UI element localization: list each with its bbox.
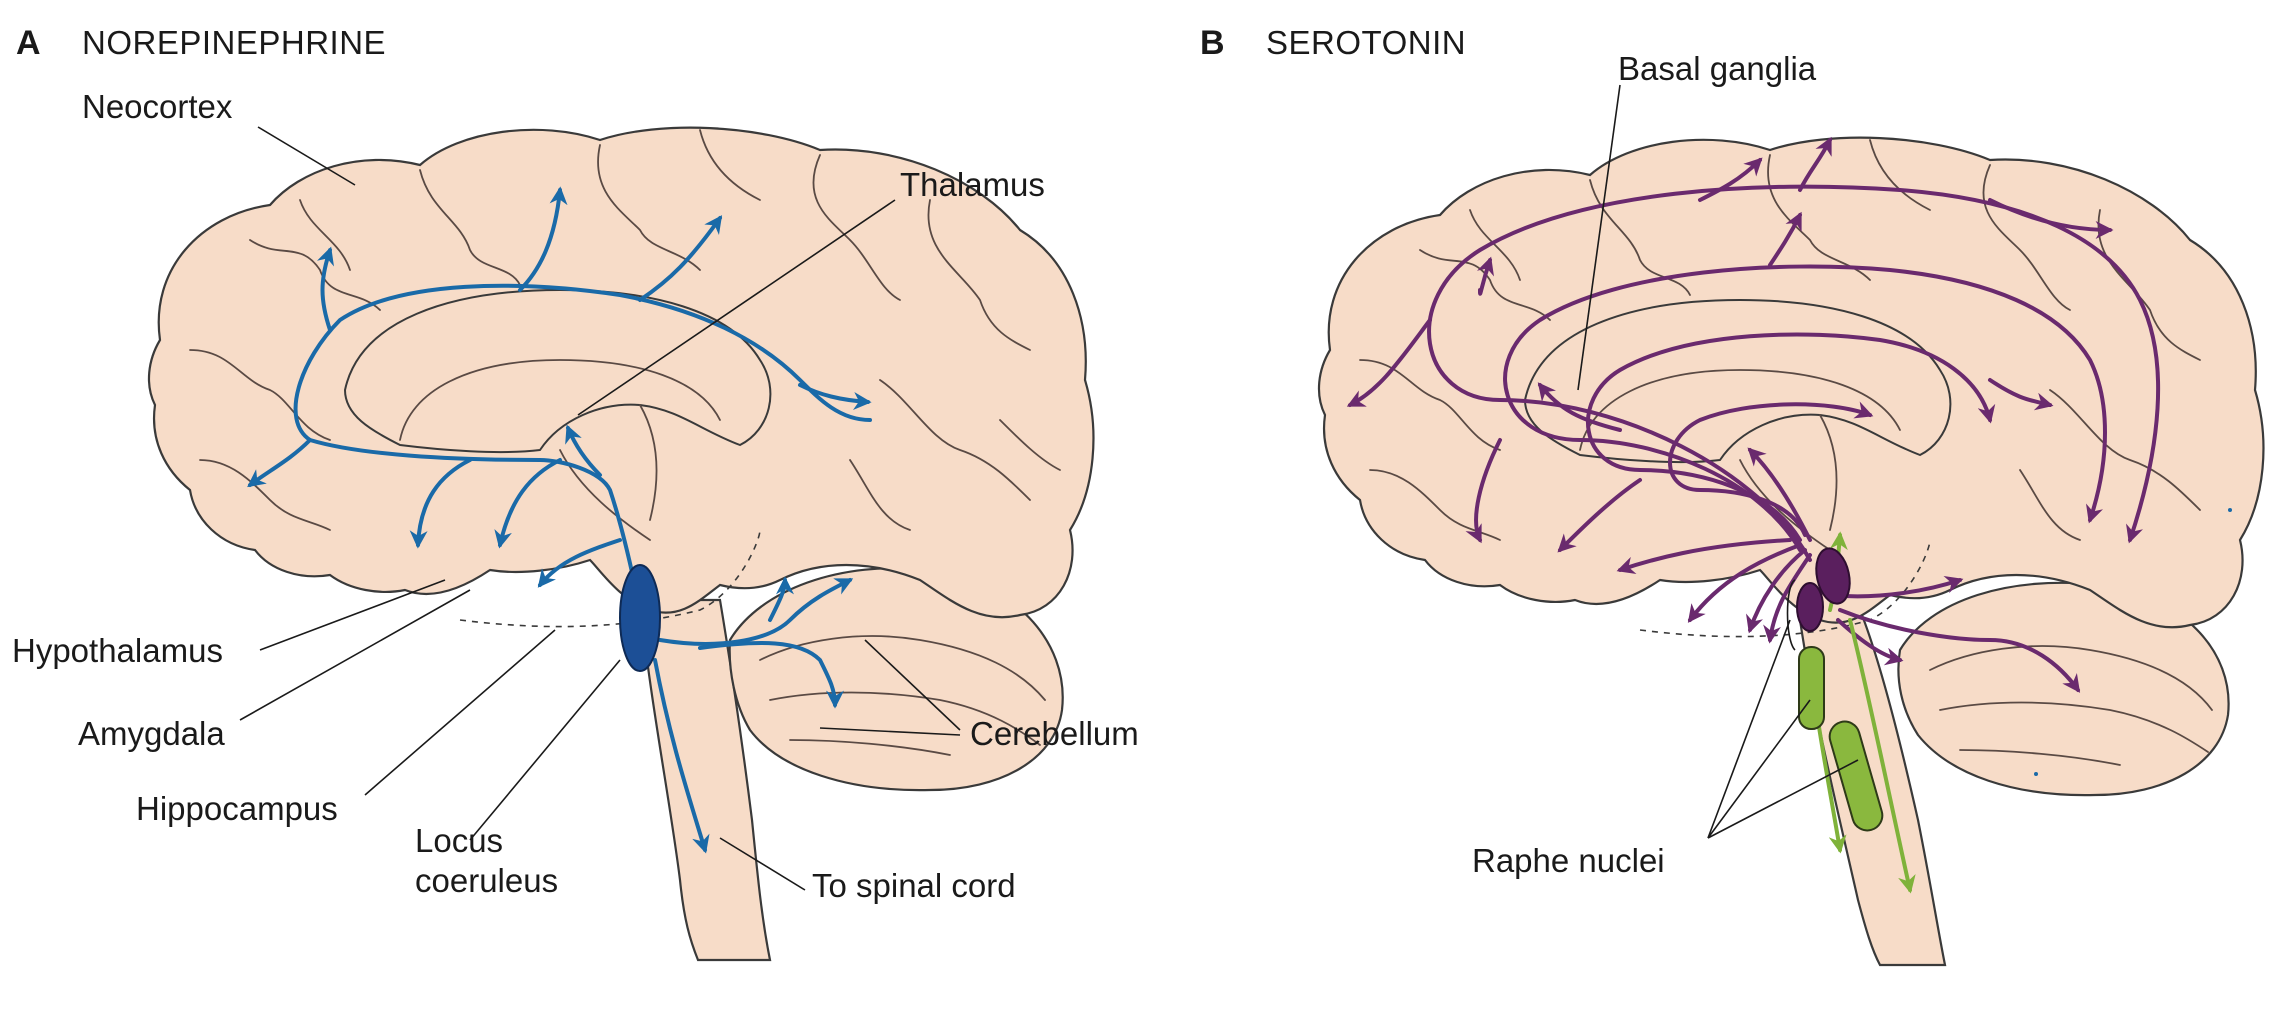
- label-locus-line2: coeruleus: [415, 862, 558, 899]
- ne-to-cerebellum-down: [698, 641, 844, 709]
- raphe-nucleus-rostral-1: [1815, 547, 1851, 605]
- raphe-bracket: [1786, 579, 1796, 651]
- ne-to-hypothalamus: [409, 458, 472, 549]
- st-to-thalamus: [1747, 447, 1812, 542]
- raphe-nuclei-group: [1786, 547, 1884, 832]
- st-to-frontal-pole: [1346, 318, 1432, 407]
- corpus-callosum-a: [343, 288, 772, 454]
- stray-dot-2: [2034, 772, 2038, 776]
- ne-to-frontal-up: [316, 246, 334, 332]
- ne-to-dorsal-cortex-1: [518, 186, 568, 292]
- st-to-parietal: [1988, 198, 2114, 239]
- stray-dot-1: [2228, 508, 2232, 512]
- label-hippocampus: Hippocampus: [136, 790, 338, 827]
- panel-a-title: NOREPINEPHRINE: [82, 24, 386, 61]
- st-inner-arc: [1668, 401, 1874, 537]
- ne-to-dorsal-cortex-2: [638, 215, 723, 302]
- raphe-nucleus-caudal-2: [1828, 720, 1884, 832]
- st-to-cerebellum-3: [1836, 618, 1904, 666]
- gr-descending-2: [1848, 618, 1916, 894]
- brain-a: [147, 126, 1095, 962]
- tentorium-dash-b: [1639, 539, 1931, 638]
- panel-b-title: SEROTONIN: [1266, 24, 1466, 61]
- st-to-dorsal-3: [1768, 211, 1802, 267]
- ne-to-hippocampus: [537, 538, 622, 588]
- st-second-arc: [1503, 264, 2107, 552]
- ne-main-trunk: [293, 283, 872, 612]
- st-to-basal-ganglia: [1537, 382, 1622, 432]
- st-to-orbital-1: [1465, 438, 1502, 544]
- brain-b: [1317, 136, 2265, 967]
- ne-to-frontal-down: [247, 438, 312, 488]
- cerebellum-a: [728, 566, 1064, 792]
- locus-coeruleus-nucleus: [619, 564, 661, 672]
- st-to-hypothalamus: [1616, 538, 1792, 574]
- label-raphe-nuclei: Raphe nuclei: [1472, 842, 1665, 879]
- raphe-nucleus-rostral-2: [1796, 582, 1824, 632]
- leaders-a: [239, 126, 961, 891]
- st-to-cerebellum-2: [1838, 608, 2081, 693]
- st-to-orbital-2: [1557, 478, 1642, 553]
- panel-a-letter: A: [16, 24, 41, 62]
- panel-a: A NOREPINEPHRINE: [12, 24, 1139, 962]
- ne-to-cerebellum-up: [658, 578, 854, 646]
- panel-b: B SEROTONIN: [1200, 24, 2265, 967]
- label-hypothalamus: Hypothalamus: [12, 632, 223, 669]
- ne-to-occipital: [798, 383, 872, 410]
- ne-to-spinal-cord: [653, 658, 710, 854]
- label-basal-ganglia: Basal ganglia: [1618, 50, 1817, 87]
- st-to-occipital: [1988, 378, 2054, 411]
- raphe-nucleus-caudal-1: [1798, 646, 1825, 730]
- st-outer-arc: [1427, 184, 2161, 562]
- leaders-b: [1577, 84, 1859, 839]
- st-to-temporal-3: [1763, 553, 1812, 644]
- label-amygdala: Amygdala: [78, 715, 225, 752]
- st-to-dorsal-2: [1798, 136, 1832, 192]
- label-to-spinal-cord: To spinal cord: [812, 867, 1016, 904]
- label-cerebellum: Cerebellum: [970, 715, 1139, 752]
- tentorium-dash-a: [459, 529, 761, 628]
- ne-to-cerebellum-mid: [768, 576, 794, 622]
- st-third-arc: [1585, 332, 1996, 542]
- label-locus-line1: Locus: [415, 822, 503, 859]
- st-to-dorsal-1: [1698, 157, 1763, 202]
- label-thalamus: Thalamus: [900, 166, 1045, 203]
- corpus-callosum-b: [1523, 298, 1952, 464]
- st-to-temporal-1: [1687, 543, 1802, 623]
- st-to-frontal-up: [1476, 256, 1494, 296]
- norepinephrine-pathways: [247, 186, 872, 854]
- ne-to-amygdala: [494, 458, 562, 549]
- label-neocortex: Neocortex: [82, 88, 233, 125]
- panel-b-letter: B: [1200, 24, 1225, 62]
- serotonin-pathways: [1346, 136, 2161, 693]
- brainstem-a: [638, 598, 772, 962]
- ne-to-thalamus: [565, 424, 602, 477]
- st-to-temporal-2: [1746, 548, 1807, 634]
